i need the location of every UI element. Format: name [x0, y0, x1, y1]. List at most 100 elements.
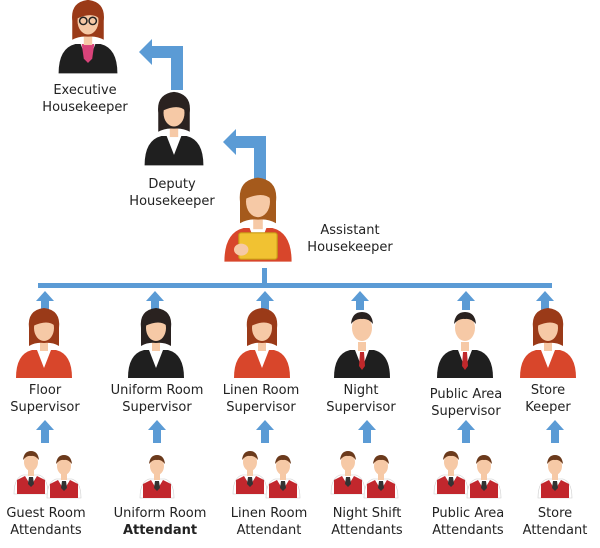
- arrow-attendants-to-public-area: [457, 420, 475, 443]
- vest: [541, 480, 569, 498]
- hair-top: [162, 97, 186, 111]
- arrow-bus-to-night: [351, 291, 369, 310]
- arrow-attendants-to-night: [358, 420, 376, 443]
- hair-top: [33, 313, 55, 326]
- woman-holding-folder-icon: [224, 177, 292, 262]
- head: [57, 457, 71, 475]
- hair-top: [454, 312, 476, 324]
- tie: [462, 352, 468, 370]
- vest: [236, 476, 264, 494]
- head: [341, 453, 355, 471]
- supervisor-bus-line: [38, 283, 552, 288]
- vest: [17, 476, 45, 494]
- hair: [23, 451, 39, 460]
- hair: [242, 451, 258, 460]
- man-black-suit-icon: [437, 312, 493, 378]
- head: [243, 453, 257, 471]
- arrow-attendants-to-floor: [36, 420, 54, 443]
- head: [455, 315, 475, 341]
- neck: [448, 469, 454, 476]
- vest: [269, 480, 297, 498]
- arrow-attendants-to-uniform-room: [148, 420, 166, 443]
- arrow-bus-to-uniform-room: [146, 291, 164, 310]
- attendant-icon: [139, 455, 175, 499]
- label-assistant-housekeeper: Assistant Housekeeper: [307, 223, 393, 255]
- woman-black-suit-icon: [144, 91, 204, 166]
- glasses-left: [78, 16, 88, 26]
- woman-black-suit-icon: [128, 308, 184, 378]
- arrow-attendants-to-linen-room: [256, 420, 274, 443]
- woman-glasses-icon: [58, 0, 118, 74]
- tie: [61, 481, 67, 491]
- hair-top: [145, 313, 167, 326]
- vest: [143, 480, 171, 498]
- neck: [481, 473, 487, 480]
- attendant-icon: [232, 451, 268, 495]
- head: [276, 457, 290, 475]
- hair: [275, 455, 291, 464]
- tie: [552, 481, 558, 491]
- hair: [373, 455, 389, 464]
- tie: [359, 352, 365, 370]
- hair: [56, 455, 72, 464]
- neck: [253, 218, 263, 230]
- attendant-icon: [265, 455, 301, 499]
- hair: [547, 455, 563, 464]
- woman-red-suit-icon: [16, 308, 72, 378]
- shirt: [541, 350, 555, 368]
- man-black-suit-icon: [334, 312, 390, 378]
- tie: [28, 477, 34, 487]
- shirt: [166, 136, 182, 155]
- neck: [28, 469, 34, 476]
- neck: [83, 35, 93, 46]
- tie: [154, 481, 160, 491]
- attendant-icon: [13, 451, 49, 495]
- glasses-right: [88, 16, 98, 26]
- arrow-bus-to-public-area: [457, 291, 475, 310]
- hair-top: [244, 183, 272, 200]
- scarf: [81, 44, 95, 63]
- arrow-shape: [223, 129, 266, 180]
- neck: [154, 473, 160, 480]
- vest: [437, 476, 465, 494]
- neck: [378, 473, 384, 480]
- head: [352, 315, 372, 341]
- neck: [358, 342, 366, 351]
- neck: [247, 469, 253, 476]
- arrow-deputy-to-executive: [139, 39, 183, 90]
- neck: [40, 342, 48, 351]
- tie: [345, 477, 351, 487]
- arrow-bus-to-floor: [36, 291, 54, 310]
- label-executive-housekeeper: Executive Housekeeper: [42, 83, 128, 115]
- hair: [149, 455, 165, 464]
- attendant-icon: [466, 455, 502, 499]
- head: [150, 457, 164, 475]
- neck: [280, 473, 286, 480]
- neck: [552, 473, 558, 480]
- head: [24, 453, 38, 471]
- hair-top: [537, 313, 559, 326]
- hand: [234, 243, 249, 256]
- shirt: [255, 350, 269, 368]
- neck: [152, 342, 160, 351]
- head: [477, 457, 491, 475]
- hair-top: [76, 5, 100, 19]
- vest: [367, 480, 395, 498]
- head: [548, 457, 562, 475]
- tie: [247, 477, 253, 487]
- arrow-attendants-to-store-keeper: [546, 420, 564, 443]
- attendant-icon: [46, 455, 82, 499]
- tie: [280, 481, 286, 491]
